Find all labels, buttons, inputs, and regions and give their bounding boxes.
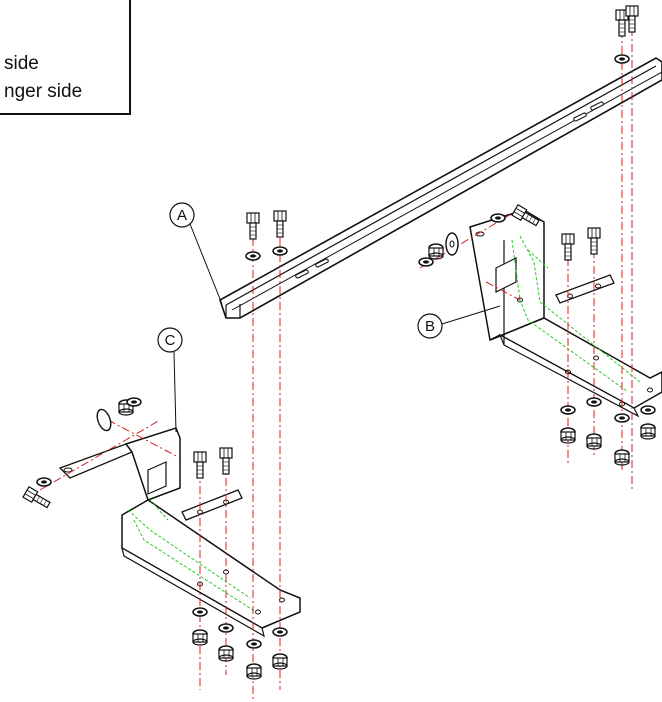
bracket-c-hidden-edges (127, 499, 257, 613)
bracket-b-hardware (418, 204, 656, 466)
bracket-c (58, 427, 301, 638)
cross-member-rail (219, 57, 662, 319)
bracket-c-hardware (22, 397, 288, 680)
svg-text:B: B (425, 318, 435, 335)
legend-line-passenger-side: nger side (4, 81, 83, 102)
callout-a: A (169, 202, 223, 305)
callout-c: C (157, 327, 183, 433)
cross-member-hardware-left (245, 210, 288, 261)
callout-b: B (417, 305, 501, 339)
bracket-b (469, 209, 662, 418)
cross-member-hardware-right (614, 5, 639, 64)
svg-text:A: A (177, 207, 187, 224)
bracket-b-hidden-edges (511, 235, 641, 393)
svg-text:C: C (165, 332, 176, 349)
centerlines (39, 28, 633, 702)
legend-box: side nger side (0, 0, 131, 115)
legend-line-driver-side: side (4, 53, 39, 74)
